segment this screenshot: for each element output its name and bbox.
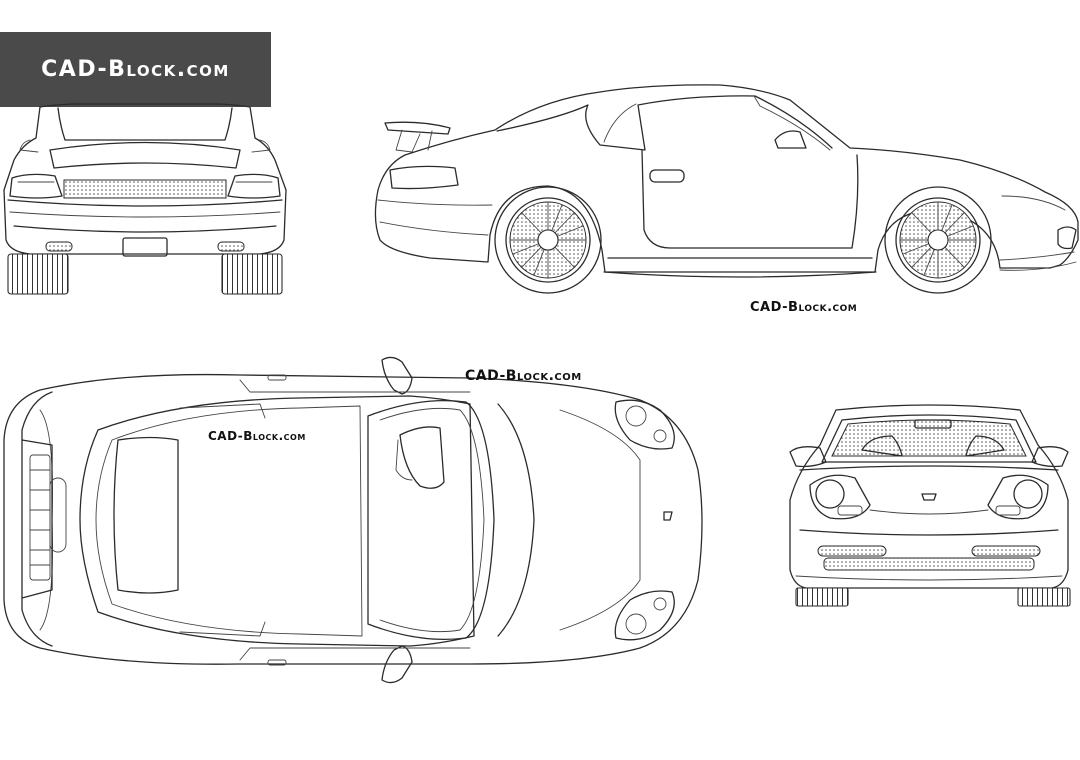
rear-right-exhaust [217,241,245,252]
front-left-headlight [809,474,871,520]
rear-view [3,103,287,295]
rear-window [113,436,179,594]
side-front-wheel [884,186,992,294]
top-right-mirror [381,645,413,684]
side-headlight [1057,226,1077,250]
top-view-watermark-right: CAD-Block.com [465,368,582,384]
rearview-mirror [914,419,952,429]
windshield [367,400,495,640]
side-view-watermark: CAD-Block.com [750,300,857,315]
front-right-mirror [1031,446,1069,468]
top-view: CAD-Block.com CAD-Block.com [3,356,703,684]
door-handle [649,169,685,183]
rear-license-plate [122,237,168,257]
front-badge [921,493,937,501]
front-left-intake [817,545,887,557]
rear-right-tire [221,253,283,295]
front-windshield [821,414,1037,463]
front-left-tire [795,587,849,607]
top-left-headlight [614,399,675,450]
rear-left-taillight [9,173,63,199]
site-logo-text: CAD-Block.com [41,57,230,82]
front-center-grille [823,557,1035,571]
front-right-headlight [987,474,1049,520]
front-view [789,404,1071,607]
side-taillight [389,165,459,190]
front-right-intake [971,545,1041,557]
rear-wing [384,121,451,135]
driver-seat [399,426,445,489]
rear-grille-mesh [63,179,227,199]
top-right-headlight [614,590,675,641]
side-view: CAD-Block.com [374,84,1079,315]
top-left-mirror [381,356,413,395]
rear-left-exhaust [45,241,73,252]
rear-right-taillight [227,173,281,199]
side-rear-wheel [494,186,602,294]
site-logo: CAD-Block.com [0,32,271,107]
front-left-mirror [789,446,827,468]
rear-left-tire [7,253,69,295]
front-right-tire [1017,587,1071,607]
top-view-watermark-cabin: CAD-Block.com [208,429,306,443]
side-mirror [774,130,807,149]
hood-badge [663,511,673,521]
